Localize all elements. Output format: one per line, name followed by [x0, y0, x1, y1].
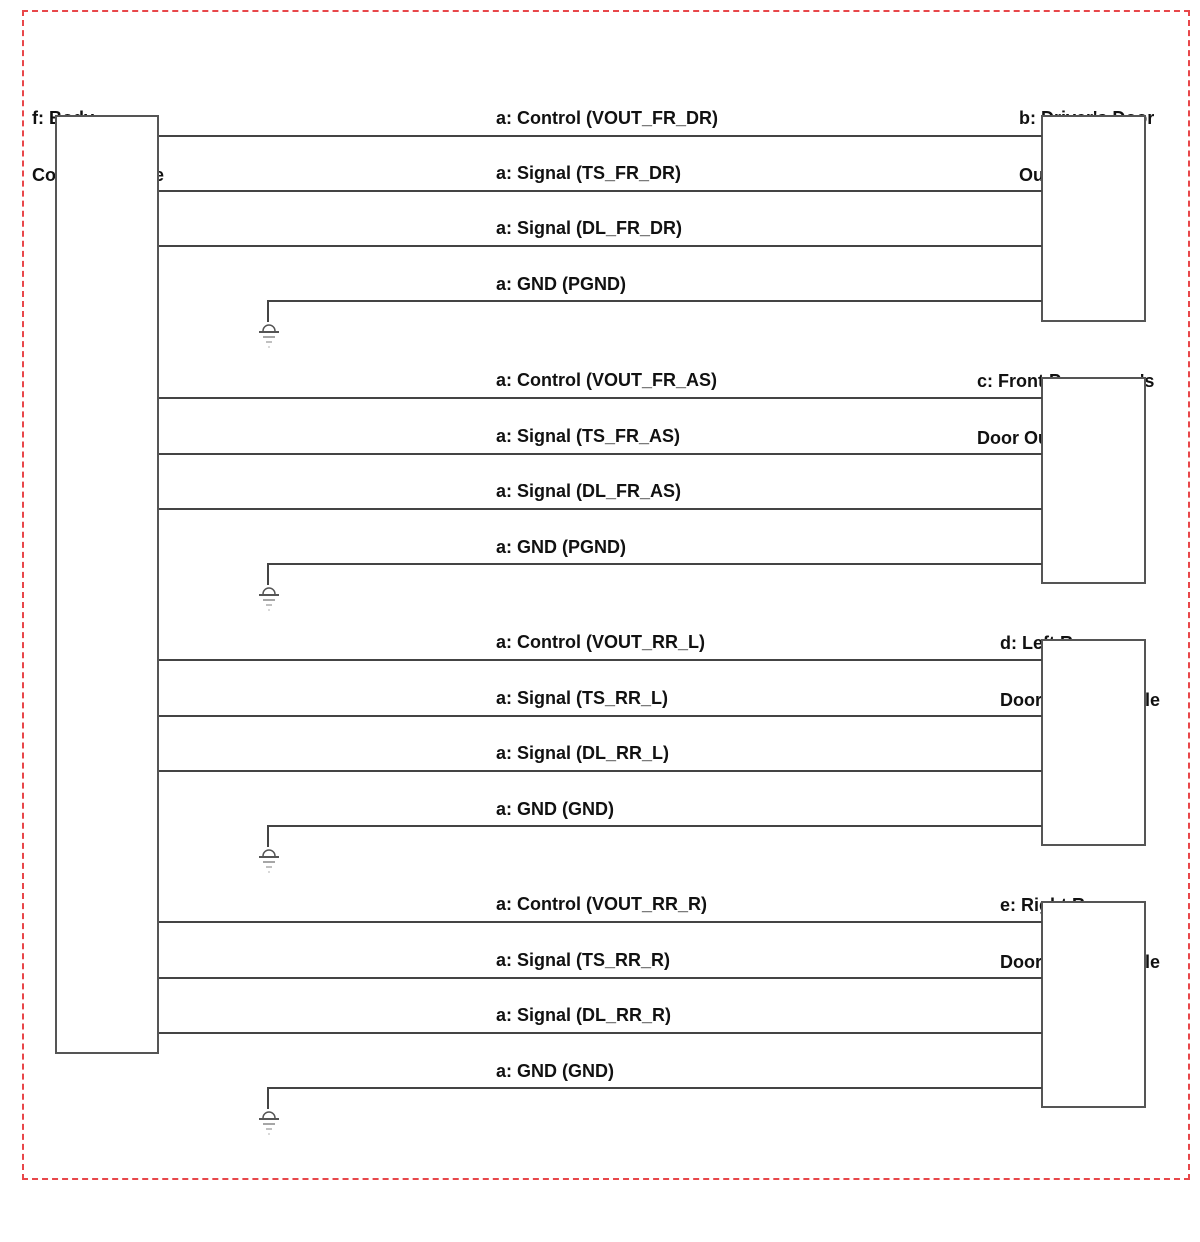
wire-signal-ts-fr-as — [159, 453, 1042, 455]
diagram-frame — [22, 10, 1190, 1180]
wire-signal-dl-fr-as — [159, 508, 1042, 510]
ground-symbol-icon — [259, 324, 279, 348]
ground-drop-wire — [267, 563, 269, 585]
wire-gnd — [267, 300, 1042, 302]
wire-signal-dl-rr-l — [159, 770, 1042, 772]
wire-label-control: a: Control (VOUT_RR_L) — [496, 632, 705, 652]
wire-control-vout-rr-r — [159, 921, 1042, 923]
wire-label-control: a: Control (VOUT_FR_DR) — [496, 108, 718, 128]
ground-symbol-icon — [259, 587, 279, 611]
wire-label-signal-dl: a: Signal (DL_RR_R) — [496, 1005, 672, 1025]
front-passengers-door-outer-handle-box — [1041, 377, 1146, 584]
ground-drop-wire — [267, 1087, 269, 1109]
wire-label-gnd: a: GND (GND) — [496, 1061, 614, 1081]
ground-symbol-icon — [259, 1111, 279, 1135]
wire-control-vout-fr-as — [159, 397, 1042, 399]
wire-gnd — [267, 1087, 1042, 1089]
wire-label-control: a: Control (VOUT_RR_R) — [496, 894, 707, 914]
ground-symbol-icon — [259, 849, 279, 873]
wire-label-gnd: a: GND (GND) — [496, 799, 614, 819]
body-control-module-box — [55, 115, 159, 1054]
wire-label-signal-ts: a: Signal (TS_RR_R) — [496, 950, 671, 970]
ground-drop-wire — [267, 825, 269, 847]
wire-gnd — [267, 825, 1042, 827]
wire-label-signal-ts: a: Signal (TS_FR_AS) — [496, 426, 681, 446]
wire-label-signal-dl: a: Signal (DL_FR_DR) — [496, 218, 683, 238]
wire-label-signal-ts: a: Signal (TS_RR_L) — [496, 688, 669, 708]
wire-signal-ts-rr-l — [159, 715, 1042, 717]
wire-signal-ts-fr-dr — [159, 190, 1042, 192]
wire-control-vout-fr-dr — [159, 135, 1042, 137]
wire-label-gnd: a: GND (PGND) — [496, 537, 626, 557]
ground-drop-wire — [267, 300, 269, 322]
wire-signal-dl-fr-dr — [159, 245, 1042, 247]
wire-label-signal-dl: a: Signal (DL_FR_AS) — [496, 481, 682, 501]
wire-label-gnd: a: GND (PGND) — [496, 274, 626, 294]
wire-gnd — [267, 563, 1042, 565]
drivers-door-outer-handle-box — [1041, 115, 1146, 322]
wire-label-signal-dl: a: Signal (DL_RR_L) — [496, 743, 670, 763]
wire-label-control: a: Control (VOUT_FR_AS) — [496, 370, 718, 390]
left-rear-door-outer-handle-box — [1041, 639, 1146, 846]
wire-signal-dl-rr-r — [159, 1032, 1042, 1034]
right-rear-door-outer-handle-box — [1041, 901, 1146, 1108]
wire-label-signal-ts: a: Signal (TS_FR_DR) — [496, 163, 682, 183]
wire-control-vout-rr-l — [159, 659, 1042, 661]
wire-signal-ts-rr-r — [159, 977, 1042, 979]
